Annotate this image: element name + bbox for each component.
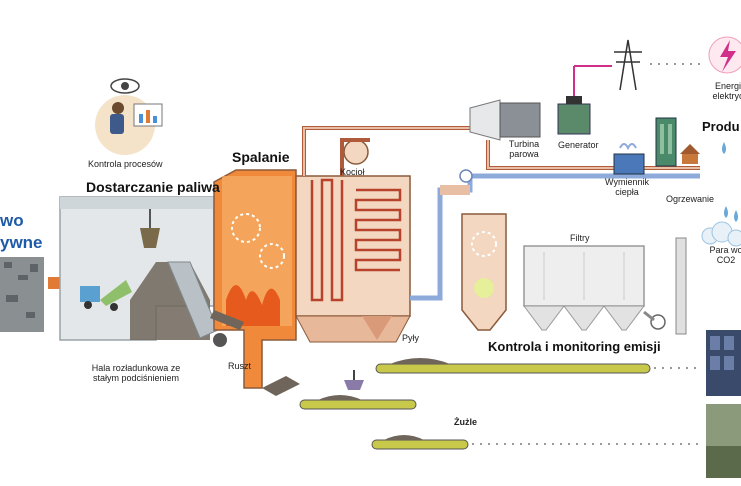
conveyor-emission [375, 358, 651, 374]
label-boiler: Kocioł [340, 167, 365, 177]
pylon-icon [614, 39, 642, 91]
stack [675, 237, 687, 335]
exhaust-fan-icon [650, 314, 666, 330]
house-icon [680, 144, 700, 164]
label-process-control: Kontrola procesów [88, 159, 163, 169]
label-steam: Para wo CO2 [709, 245, 741, 265]
label-grate: Ruszt [228, 361, 252, 371]
water-drops-icon [722, 142, 738, 222]
magnet-icon [344, 370, 364, 390]
reagent-icon [474, 278, 494, 298]
heat-exchanger-icon [613, 143, 645, 175]
truck-icon [80, 280, 132, 311]
generator-icon [557, 96, 591, 135]
label-combustion: Spalanie [232, 149, 290, 165]
conveyor-slag [371, 435, 469, 450]
slag-chute [262, 376, 300, 396]
boiler-drum-icon [343, 139, 369, 165]
process-control-icon [95, 78, 163, 155]
pump-icon [459, 169, 473, 183]
spray-icon-2 [259, 243, 285, 269]
label-turbine: Turbina parowa [508, 139, 540, 159]
conveyor-ash [299, 395, 417, 410]
filter-bags [543, 252, 625, 300]
turbine-icon [469, 99, 541, 141]
dust-hopper [362, 316, 392, 340]
filter-hoppers [523, 305, 645, 331]
label-heat-exchanger: Wymiennik ciepła [605, 177, 649, 197]
fan-duct [643, 310, 655, 322]
label-production: Produ [702, 119, 740, 134]
lightning-icon [708, 36, 741, 74]
label-energy: Energi elektryc [712, 81, 741, 101]
label-heating: Ogrzewanie [666, 194, 715, 204]
label-generator: Generator [558, 140, 599, 150]
boiler-tubes [310, 178, 402, 302]
label-emission: Kontrola i monitoring emisji [488, 339, 661, 354]
label-fuel-delivery: Dostarczanie paliwa [86, 179, 220, 195]
left-label-2: ywne [0, 233, 43, 252]
grate [210, 310, 244, 330]
left-label-1: wo [0, 211, 24, 230]
label-dust: Pyły [402, 333, 420, 343]
scrubber-spray-icon [471, 231, 497, 257]
cloud-icon [701, 221, 741, 247]
grate-fan-icon [213, 333, 227, 347]
flames-icon [226, 285, 280, 326]
spray-icon [231, 213, 261, 243]
hall-roof [60, 197, 214, 209]
factory-icon [655, 117, 677, 167]
boiler-hopper [295, 315, 411, 343]
crane-grab-icon [140, 228, 160, 248]
label-filters: Filtry [570, 233, 590, 243]
label-slag: Żużle [454, 417, 478, 427]
label-hall: Hala rozładunkowa ze stałym podciśnienie… [91, 363, 181, 383]
